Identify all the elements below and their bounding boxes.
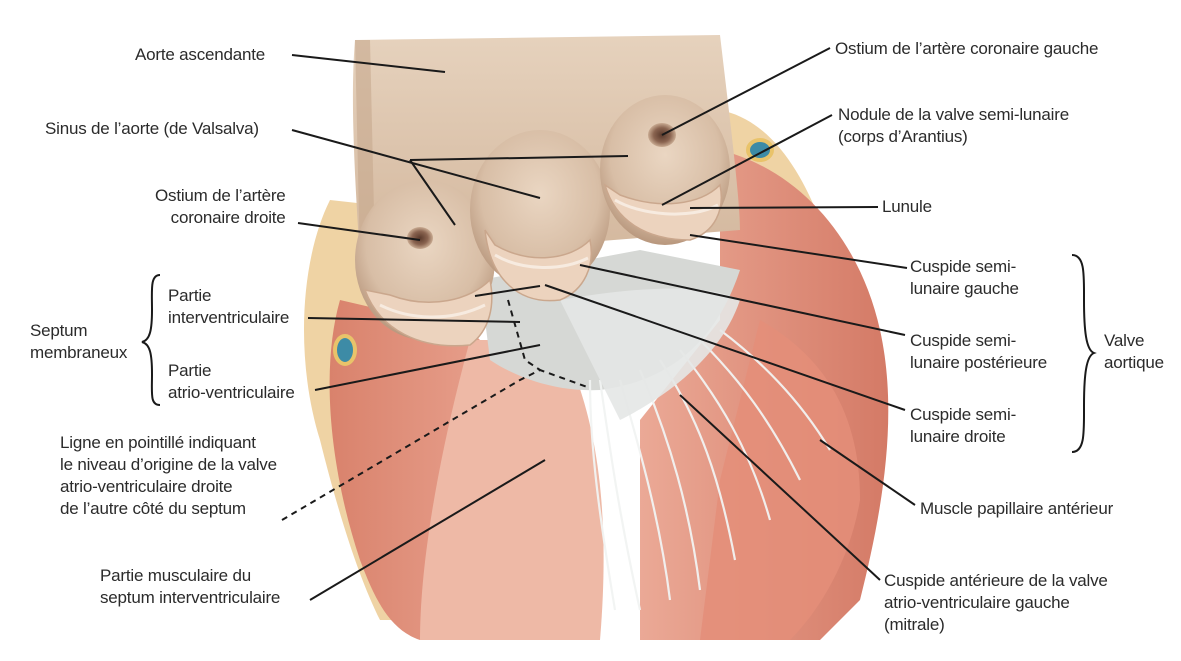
brace-septum <box>142 275 160 405</box>
label-septum-membraneux: Septum membraneux <box>30 320 127 364</box>
label-ligne-pointille: Ligne en pointillé indiquant le niveau d… <box>60 432 277 520</box>
vessel-left <box>335 336 355 364</box>
label-partie-musculaire: Partie musculaire du septum interventric… <box>100 565 280 609</box>
label-partie-atrio-ventriculaire: Partie atrio-ventriculaire <box>168 360 295 404</box>
label-valve-aortique: Valve aortique <box>1104 330 1164 374</box>
label-lunule: Lunule <box>882 196 932 218</box>
label-cuspide-anterieure: Cuspide antérieure de la valve atrio-ven… <box>884 570 1108 636</box>
label-sinus-aorte: Sinus de l’aorte (de Valsalva) <box>45 118 259 140</box>
label-nodule: Nodule de la valve semi-lunaire (corps d… <box>838 104 1069 148</box>
label-ostium-coronaire-gauche: Ostium de l’artère coronaire gauche <box>835 38 1098 60</box>
label-aorte-ascendante: Aorte ascendante <box>135 44 265 66</box>
label-muscle-papillaire: Muscle papillaire antérieur <box>920 498 1113 520</box>
label-partie-interventriculaire: Partie interventriculaire <box>168 285 289 329</box>
brace-valve <box>1072 255 1094 452</box>
label-cuspide-droite: Cuspide semi- lunaire droite <box>910 404 1016 448</box>
label-ostium-coronaire-droite: Ostium de l’artère coronaire droite <box>155 185 286 229</box>
label-cuspide-gauche: Cuspide semi- lunaire gauche <box>910 256 1019 300</box>
label-cuspide-posterieure: Cuspide semi- lunaire postérieure <box>910 330 1047 374</box>
